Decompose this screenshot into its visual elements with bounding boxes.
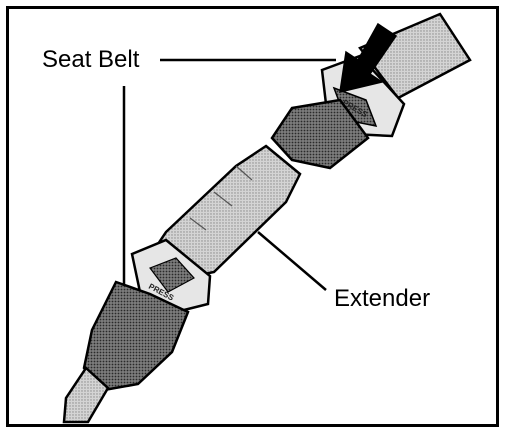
upper-webbing [358,12,472,100]
lower-webbing [62,366,110,424]
upper-buckle-body [270,98,370,170]
lower-buckle-body [82,280,190,392]
down-left-arrow-icon [339,22,398,93]
seat-belt-label: Seat Belt [42,46,140,73]
extender-leader [257,231,327,291]
extender-label: Extender [334,285,431,312]
